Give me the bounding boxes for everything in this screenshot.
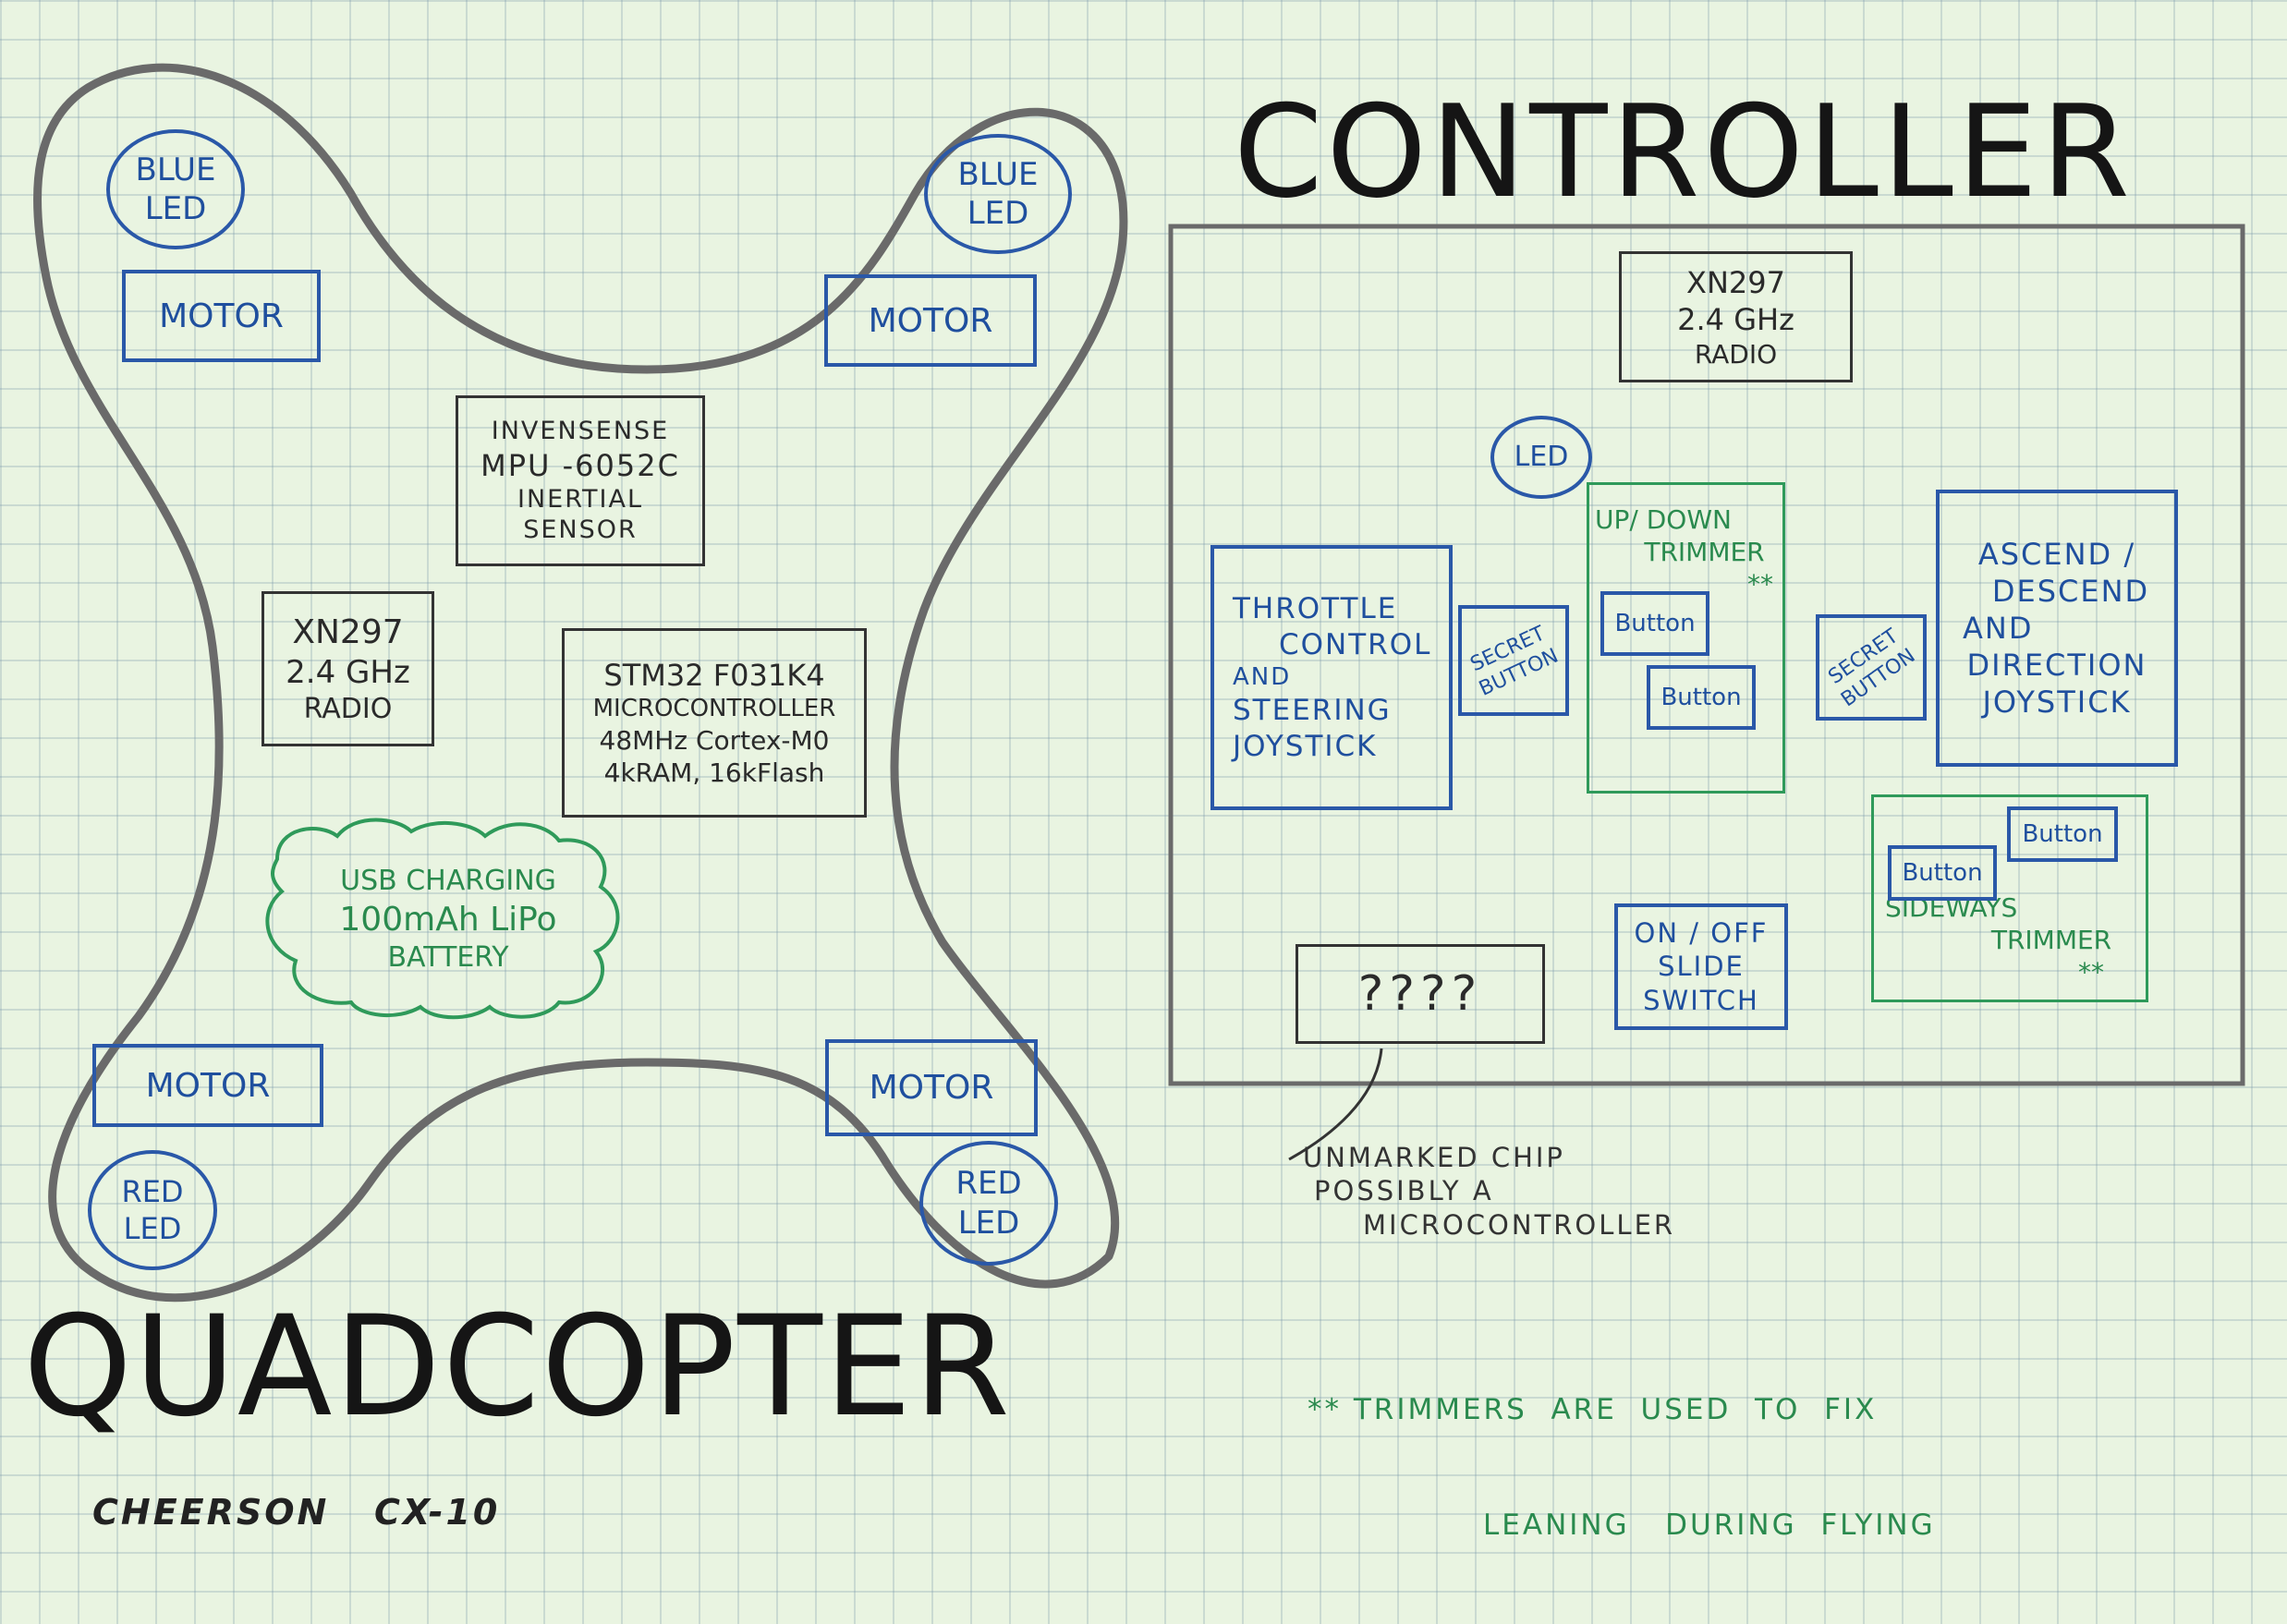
- imu-line-2: MPU -6052C: [481, 447, 680, 483]
- mcu-line-1: STM32 F031K4: [603, 658, 825, 694]
- throttle-steering-joystick: THROTTLE CONTROL AND STEERING JOYSTICK: [1210, 545, 1453, 810]
- motor-top-right-label: MOTOR: [868, 301, 993, 340]
- blue-led-left: BLUE LED: [106, 129, 245, 249]
- controller-frame: [1168, 224, 2245, 1086]
- sideways-trimmer-line-2: TRIMMER: [1990, 925, 2112, 955]
- updown-trimmer-line-2: TRIMMER: [1644, 537, 1765, 567]
- unmarked-chip-label: ????: [1357, 965, 1483, 1022]
- motor-bottom-left: MOTOR: [92, 1044, 323, 1127]
- mcu-line-3: 48MHz Cortex-M0: [599, 724, 830, 756]
- blue-led-right-label-1: BLUE: [957, 155, 1039, 193]
- controller-led-label: LED: [1514, 441, 1569, 474]
- blue-led-right-label-2: LED: [967, 195, 1029, 232]
- right-joystick-line-4: DIRECTION: [1966, 648, 2147, 683]
- motor-top-right: MOTOR: [824, 274, 1037, 367]
- motor-top-left: MOTOR: [122, 270, 321, 362]
- controller-radio-line-3: RADIO: [1694, 338, 1778, 370]
- sideways-button-1: Button: [1888, 845, 1997, 901]
- controller-title: CONTROLLER: [1234, 78, 2134, 226]
- updown-trimmer-line-3: **: [1747, 569, 1773, 600]
- controller-radio-line-2: 2.4 GHz: [1677, 301, 1794, 337]
- mcu-line-4: 4kRAM, 16kFlash: [603, 757, 825, 788]
- onoff-line-1: ON / OFF: [1634, 917, 1769, 950]
- right-joystick-line-3: AND: [1963, 611, 2034, 646]
- right-joystick-line-5: JOYSTICK: [1982, 685, 2132, 720]
- motor-bottom-left-label: MOTOR: [145, 1066, 271, 1105]
- right-joystick-line-2: DESCEND: [1991, 574, 2150, 609]
- trimmers-note-line-1: ** TRIMMERS ARE USED TO FIX: [1308, 1392, 1878, 1426]
- model-name: CHEERSON CX-10: [92, 1492, 501, 1533]
- battery-line-3: BATTERY: [387, 940, 509, 974]
- ascend-descend-joystick: ASCEND / DESCEND AND DIRECTION JOYSTICK: [1936, 490, 2178, 767]
- quad-radio-line-2: 2.4 GHz: [286, 653, 410, 691]
- battery-outline: [265, 818, 620, 1020]
- left-joystick-line-2: CONTROL: [1279, 627, 1432, 661]
- quad-radio-chip: XN297 2.4 GHz RADIO: [262, 591, 434, 746]
- imu-line-4: SENSOR: [523, 515, 638, 545]
- unmarked-chip-note-line-3: MICROCONTROLLER: [1363, 1208, 1676, 1241]
- right-joystick-line-1: ASCEND /: [1977, 537, 2136, 572]
- mcu-line-2: MICROCONTROLLER: [592, 695, 836, 723]
- red-led-left-label-2: LED: [123, 1211, 182, 1246]
- onoff-line-3: SWITCH: [1643, 984, 1759, 1016]
- unmarked-chip-pointer: [1288, 1048, 1383, 1161]
- blue-led-left-label-1: BLUE: [135, 151, 216, 188]
- motor-bottom-right-label: MOTOR: [869, 1069, 994, 1107]
- blue-led-left-label-2: LED: [144, 190, 207, 227]
- unmarked-chip-note-line-1: UNMARKED CHIP: [1303, 1142, 1565, 1173]
- red-led-right-label-2: LED: [957, 1204, 1020, 1242]
- updown-trimmer: UP/ DOWN TRIMMER **: [1587, 482, 1785, 794]
- left-joystick-line-4: STEERING: [1233, 693, 1392, 727]
- trimmers-note-line-2: LEANING DURING FLYING: [1483, 1509, 1936, 1543]
- red-led-left-label-1: RED: [121, 1174, 184, 1209]
- onoff-slide-switch: ON / OFF SLIDE SWITCH: [1614, 903, 1788, 1030]
- updown-button-2-label: Button: [1661, 683, 1742, 711]
- battery-line-2: 100mAh LiPo: [339, 900, 557, 939]
- quadcopter-title: QUADCOPTER: [23, 1287, 1012, 1448]
- motor-bottom-right: MOTOR: [825, 1039, 1038, 1136]
- battery: USB CHARGING 100mAh LiPo BATTERY: [296, 836, 601, 1002]
- red-led-right: RED LED: [919, 1141, 1058, 1266]
- trimmers-note: ** TRIMMERS ARE USED TO FIX LEANING DURI…: [1308, 1312, 1936, 1624]
- sideways-button-1-label: Button: [1902, 858, 1983, 887]
- controller-radio-chip: XN297 2.4 GHz RADIO: [1619, 251, 1853, 382]
- battery-line-1: USB CHARGING: [340, 865, 556, 897]
- controller-led: LED: [1490, 416, 1592, 499]
- red-led-left: RED LED: [88, 1150, 217, 1270]
- left-joystick-line-3: AND: [1233, 663, 1292, 692]
- microcontroller-chip: STM32 F031K4 MICROCONTROLLER 48MHz Corte…: [562, 628, 867, 818]
- motor-top-left-label: MOTOR: [159, 297, 284, 335]
- imu-line-3: INERTIAL: [517, 484, 643, 514]
- updown-trimmer-line-1: UP/ DOWN: [1595, 504, 1732, 535]
- imu-line-1: INVENSENSE: [491, 416, 670, 445]
- left-joystick-line-5: JOYSTICK: [1233, 729, 1378, 763]
- imu-sensor-chip: INVENSENSE MPU -6052C INERTIAL SENSOR: [456, 395, 705, 566]
- unmarked-chip-note-line-2: POSSIBLY A: [1314, 1175, 1494, 1207]
- sideways-button-2-label: Button: [2022, 819, 2103, 848]
- unmarked-chip: ????: [1296, 944, 1545, 1044]
- quad-radio-line-3: RADIO: [303, 693, 393, 725]
- updown-button-1: Button: [1600, 591, 1709, 656]
- sideways-trimmer-line-3: **: [2078, 957, 2104, 988]
- sideways-button-2: Button: [2007, 806, 2118, 862]
- secret-button-right: SECRET BUTTON: [1816, 614, 1927, 721]
- updown-button-1-label: Button: [1614, 609, 1696, 637]
- unmarked-chip-note: UNMARKED CHIP POSSIBLY A MICROCONTROLLER: [1303, 1141, 1675, 1242]
- left-joystick-line-1: THROTTLE: [1233, 591, 1398, 625]
- onoff-line-2: SLIDE: [1658, 951, 1745, 983]
- quad-radio-line-1: XN297: [292, 612, 404, 651]
- blue-led-right: BLUE LED: [924, 134, 1072, 254]
- red-led-right-label-1: RED: [955, 1165, 1022, 1202]
- controller-radio-line-1: XN297: [1686, 264, 1785, 300]
- updown-button-2: Button: [1647, 665, 1756, 730]
- secret-button-left: SECRET BUTTON: [1458, 605, 1569, 716]
